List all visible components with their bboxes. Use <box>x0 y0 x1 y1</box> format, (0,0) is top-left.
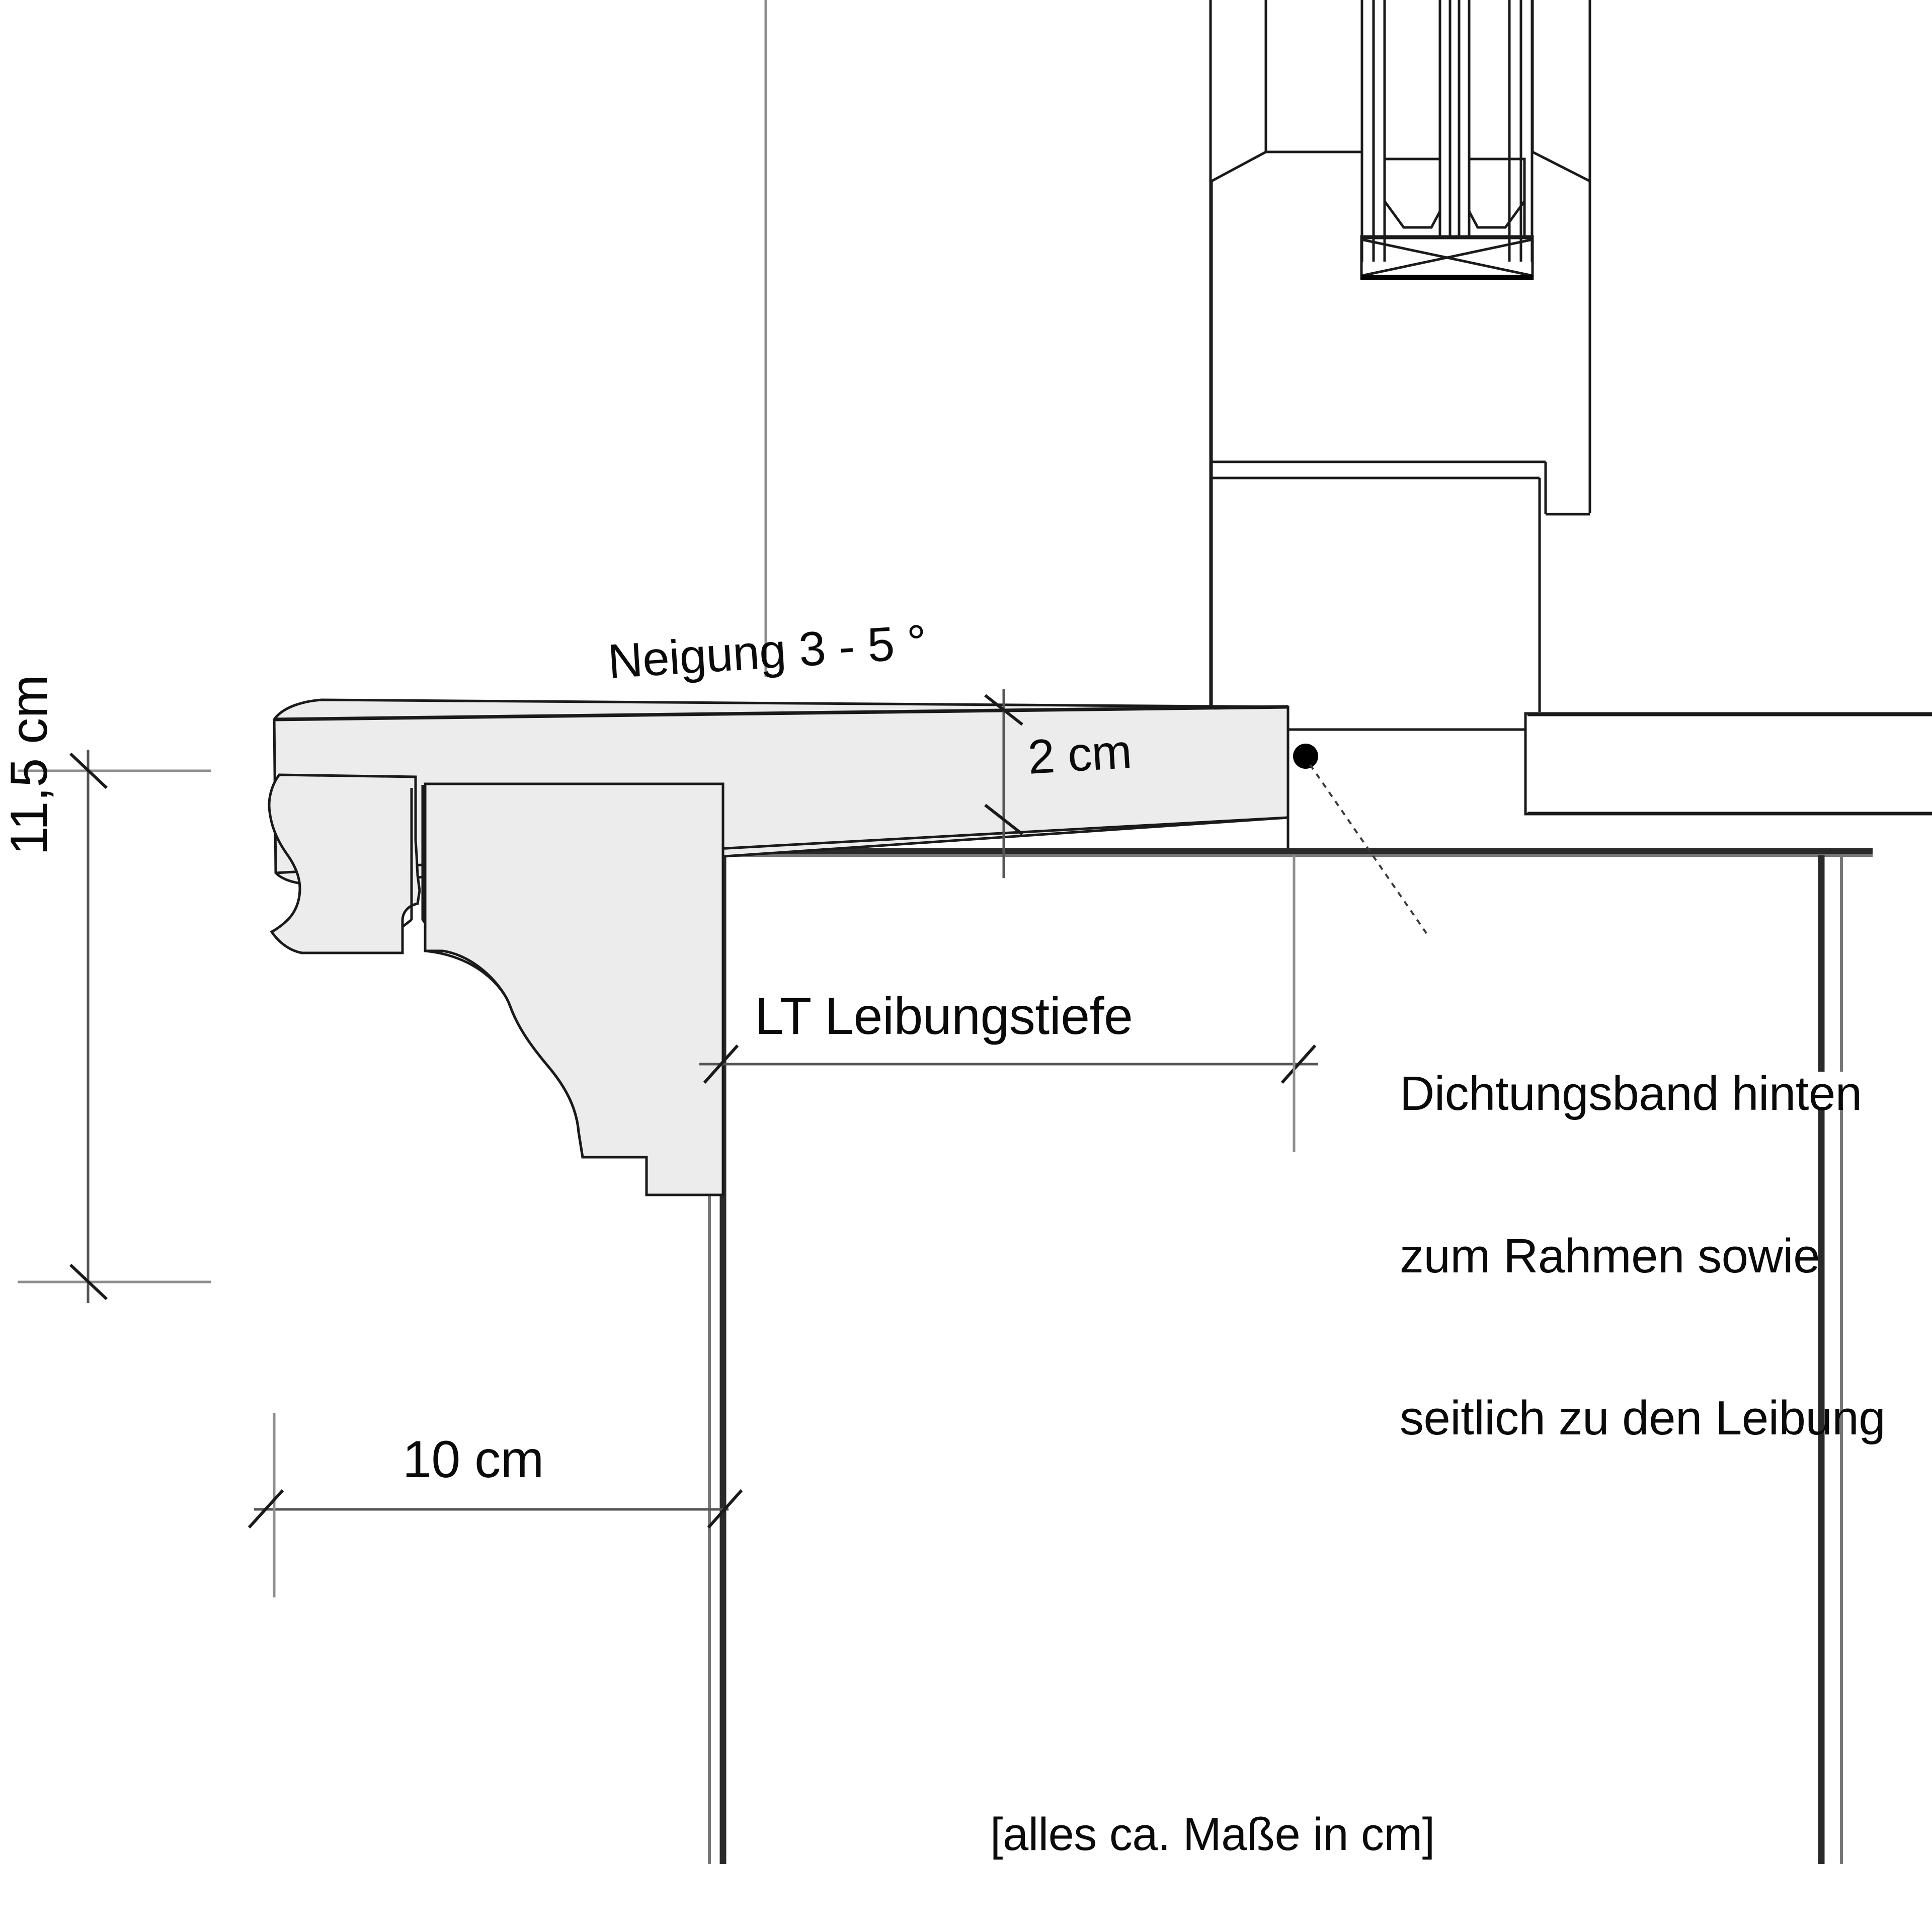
label-sealing-tape: Dichtungsband hinten zum Rahmen sowie se… <box>1400 958 1886 1554</box>
interior-window-board <box>1524 712 1932 816</box>
label-sill-thickness: 2 cm <box>1026 724 1134 784</box>
label-sealing-tape-line-1: Dichtungsband hinten <box>1400 1067 1862 1121</box>
dimension-sill-thickness <box>984 689 1023 878</box>
sealing-tape-marker <box>1293 744 1318 769</box>
label-sealing-tape-line-3: seitlich zu den Leibung <box>1400 1391 1886 1445</box>
dimension-sill-overhang <box>248 1413 743 1597</box>
label-measurement-note: [alles ca. Maße in cm] <box>990 1809 1435 1860</box>
label-sill-height: 11,5 cm <box>0 675 58 855</box>
label-reveal-depth: LT Leibungstiefe <box>755 987 1133 1045</box>
sill-nose-profile <box>268 773 725 1196</box>
dimension-reveal-depth <box>699 855 1318 1152</box>
label-sealing-tape-line-2: zum Rahmen sowie <box>1400 1229 1820 1283</box>
sealing-tape-leader-line <box>1309 764 1430 938</box>
dimension-sill-height <box>18 750 211 1303</box>
insulating-glazing-unit <box>1360 0 1534 280</box>
masonry-wall <box>708 848 1873 1864</box>
label-sill-overhang: 10 cm <box>403 1430 544 1489</box>
